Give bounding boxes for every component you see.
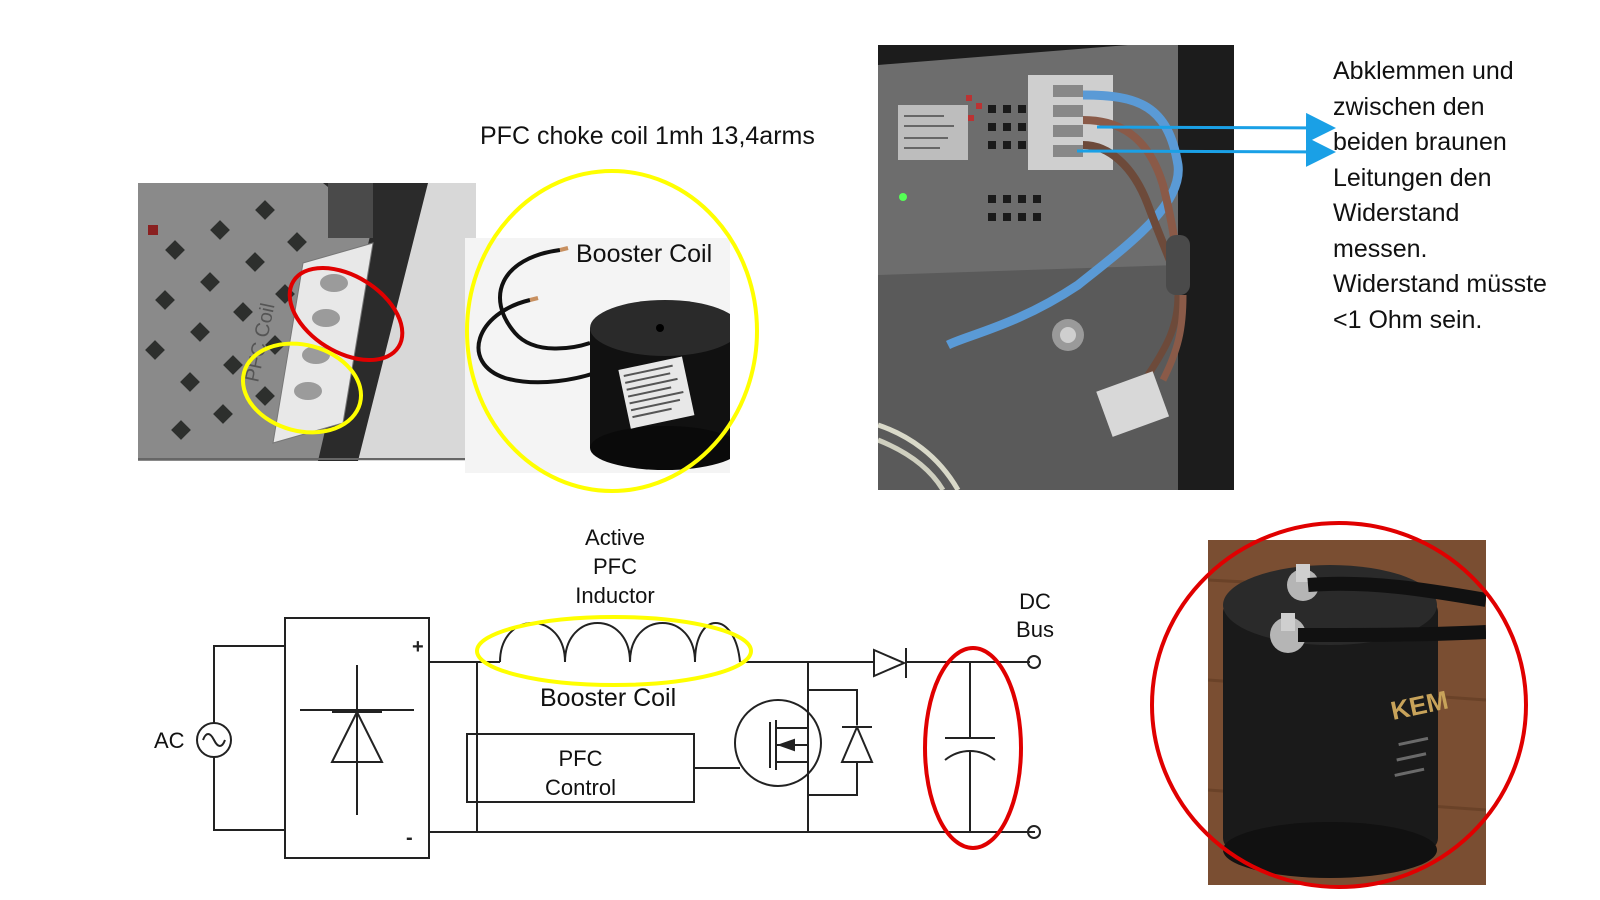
yellow-highlight-booster-coil: [465, 169, 759, 493]
capacitor-photo: KEM: [1208, 540, 1486, 885]
wiring-photo-art: [878, 45, 1234, 490]
yellow-highlight-inductor: [475, 615, 753, 687]
pfc-control-label: PFC Control: [467, 744, 694, 802]
note-line: messen.: [1333, 234, 1428, 263]
rectifier-diode-symbol: [330, 709, 384, 763]
arrow-to-note-2: [1076, 136, 1336, 167]
ac-label: AC: [154, 728, 185, 753]
note-line: Widerstand: [1333, 199, 1460, 227]
note-line: Abklemmen und: [1333, 57, 1514, 85]
inductor-label-line: PFC: [593, 554, 637, 579]
inductor-label-line: Active: [585, 525, 645, 550]
dc-bus-positive-terminal: [1027, 655, 1041, 669]
measurement-note: Abklemmen und zwischen den beiden braune…: [1333, 54, 1547, 338]
red-highlight-capacitor-symbol: [923, 646, 1023, 850]
note-line: <1 Ohm sein.: [1333, 305, 1483, 334]
booster-coil-photo: [465, 238, 730, 473]
arrow-to-note-1: [1096, 112, 1336, 143]
yellow-highlight-terminal: [240, 341, 364, 435]
dc-bus-label-line: Bus: [1016, 617, 1054, 642]
inductor-coil-symbol: [499, 622, 741, 663]
inductor-label-line: Inductor: [575, 583, 655, 608]
rectifier-box: [284, 617, 430, 859]
booster-coil-photo-label: Booster Coil: [576, 240, 713, 268]
pfc-schematic: [196, 617, 1041, 859]
mosfet-symbol: [734, 699, 822, 787]
boost-diode-symbol: [873, 648, 907, 678]
coil-title: PFC choke coil 1mh 13,4arms: [480, 122, 815, 150]
dc-bus-label-line: DC: [1019, 589, 1051, 614]
rectifier-minus-label: -: [406, 827, 413, 849]
note-line: Leitungen den: [1333, 163, 1492, 192]
note-line: zwischen den: [1333, 92, 1485, 121]
note-line: beiden braunen: [1333, 128, 1507, 156]
wiring-photo: [878, 45, 1234, 490]
booster-coil-schematic-label: Booster Coil: [540, 684, 677, 712]
ac-sine-icon: [202, 733, 226, 747]
pfc-control-label-line: PFC: [558, 746, 603, 771]
rectifier-plus-label: +: [412, 636, 424, 658]
pfc-control-label-line: Control: [545, 775, 616, 800]
body-diode-symbol: [840, 724, 874, 763]
dc-bus-label: DC Bus: [1010, 588, 1060, 644]
red-highlight-terminal: [287, 265, 405, 363]
capacitor-photo-art: KEM: [1208, 540, 1486, 885]
booster-coil-photo-art: [465, 238, 730, 473]
inductor-label: Active PFC Inductor: [555, 523, 675, 610]
red-highlight-capacitor-photo: [1150, 521, 1528, 889]
note-line: Widerstand müsste: [1333, 270, 1547, 298]
dc-bus-negative-terminal: [1027, 825, 1041, 839]
capacitor-plate-bottom: [944, 750, 996, 761]
